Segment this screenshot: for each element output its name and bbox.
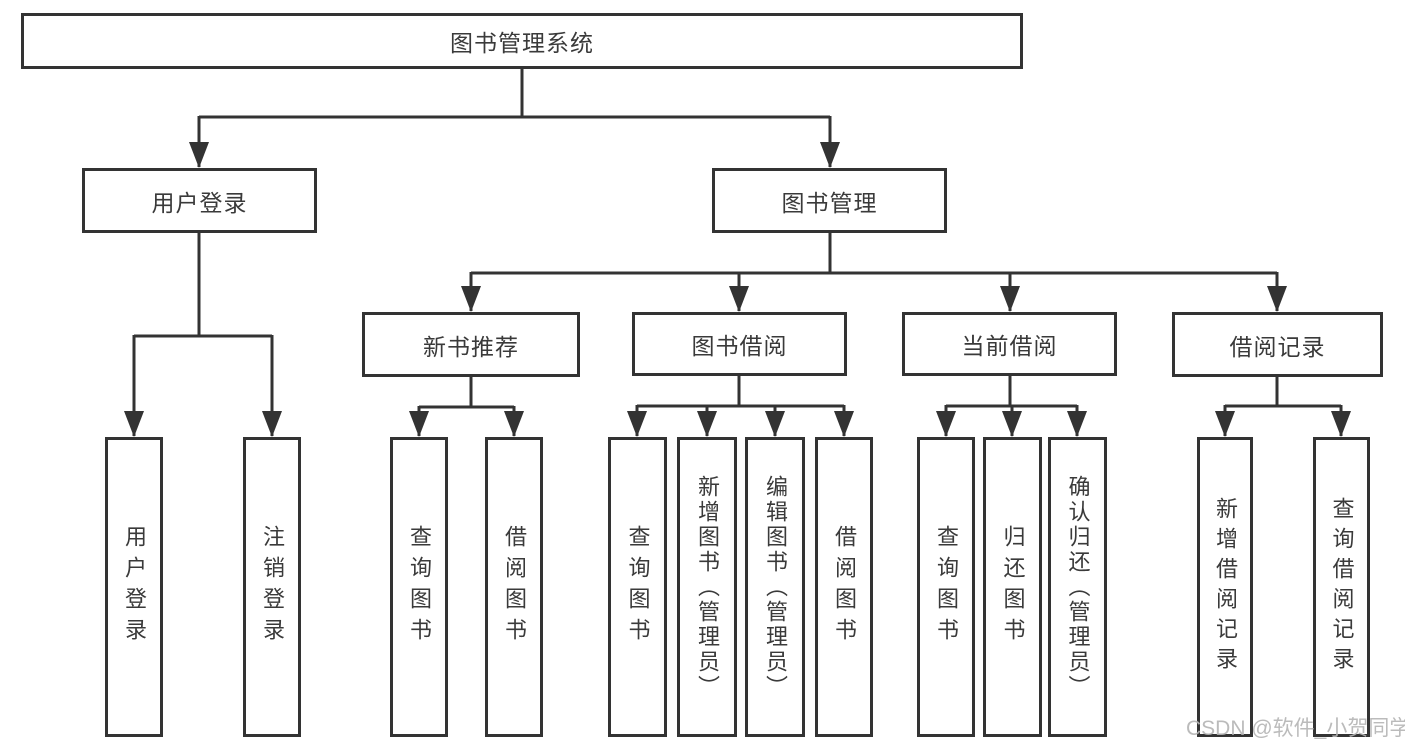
leaf-borrowing-edit-books-admin: 编辑图书（管理员） (745, 437, 805, 737)
node-book-borrowing: 图书借阅 (632, 312, 847, 376)
leaf-records-add-record: 新增借阅记录 (1197, 437, 1253, 737)
leaf-recommend-query-books: 查询图书 (390, 437, 448, 737)
node-book-management: 图书管理 (712, 168, 947, 233)
leaf-logout: 注销登录 (243, 437, 301, 737)
leaf-recommend-borrow-books: 借阅图书 (485, 437, 543, 737)
leaf-borrowing-add-books-admin: 新增图书（管理员） (677, 437, 737, 737)
leaf-user-login: 用户登录 (105, 437, 163, 737)
leaf-records-query-record: 查询借阅记录 (1313, 437, 1370, 737)
node-borrowing-records: 借阅记录 (1172, 312, 1383, 377)
node-root-system: 图书管理系统 (21, 13, 1023, 69)
connector-root-to-level2 (189, 69, 840, 168)
csdn-watermark: CSDN @软件_小贺同学 (1186, 717, 1405, 740)
connector-book-mgmt-to-level3 (461, 233, 1287, 312)
connector-new-book-rec-to-leaves (409, 377, 524, 437)
leaf-current-confirm-return-admin: 确认归还（管理员） (1048, 437, 1107, 737)
connector-book-borrow-to-leaves (627, 376, 854, 437)
leaf-borrowing-query-books: 查询图书 (608, 437, 667, 737)
leaf-current-query-books: 查询图书 (917, 437, 975, 737)
leaf-borrowing-borrow-books: 借阅图书 (815, 437, 873, 737)
connector-borrow-record-to-leaves (1215, 377, 1351, 437)
connector-current-borrow-to-leaves (936, 376, 1087, 437)
node-new-book-recommend: 新书推荐 (362, 312, 580, 377)
node-user-login: 用户登录 (82, 168, 317, 233)
node-current-borrowing: 当前借阅 (902, 312, 1117, 376)
connector-user-login-to-leaves (124, 233, 282, 437)
leaf-current-return-books: 归还图书 (983, 437, 1042, 737)
